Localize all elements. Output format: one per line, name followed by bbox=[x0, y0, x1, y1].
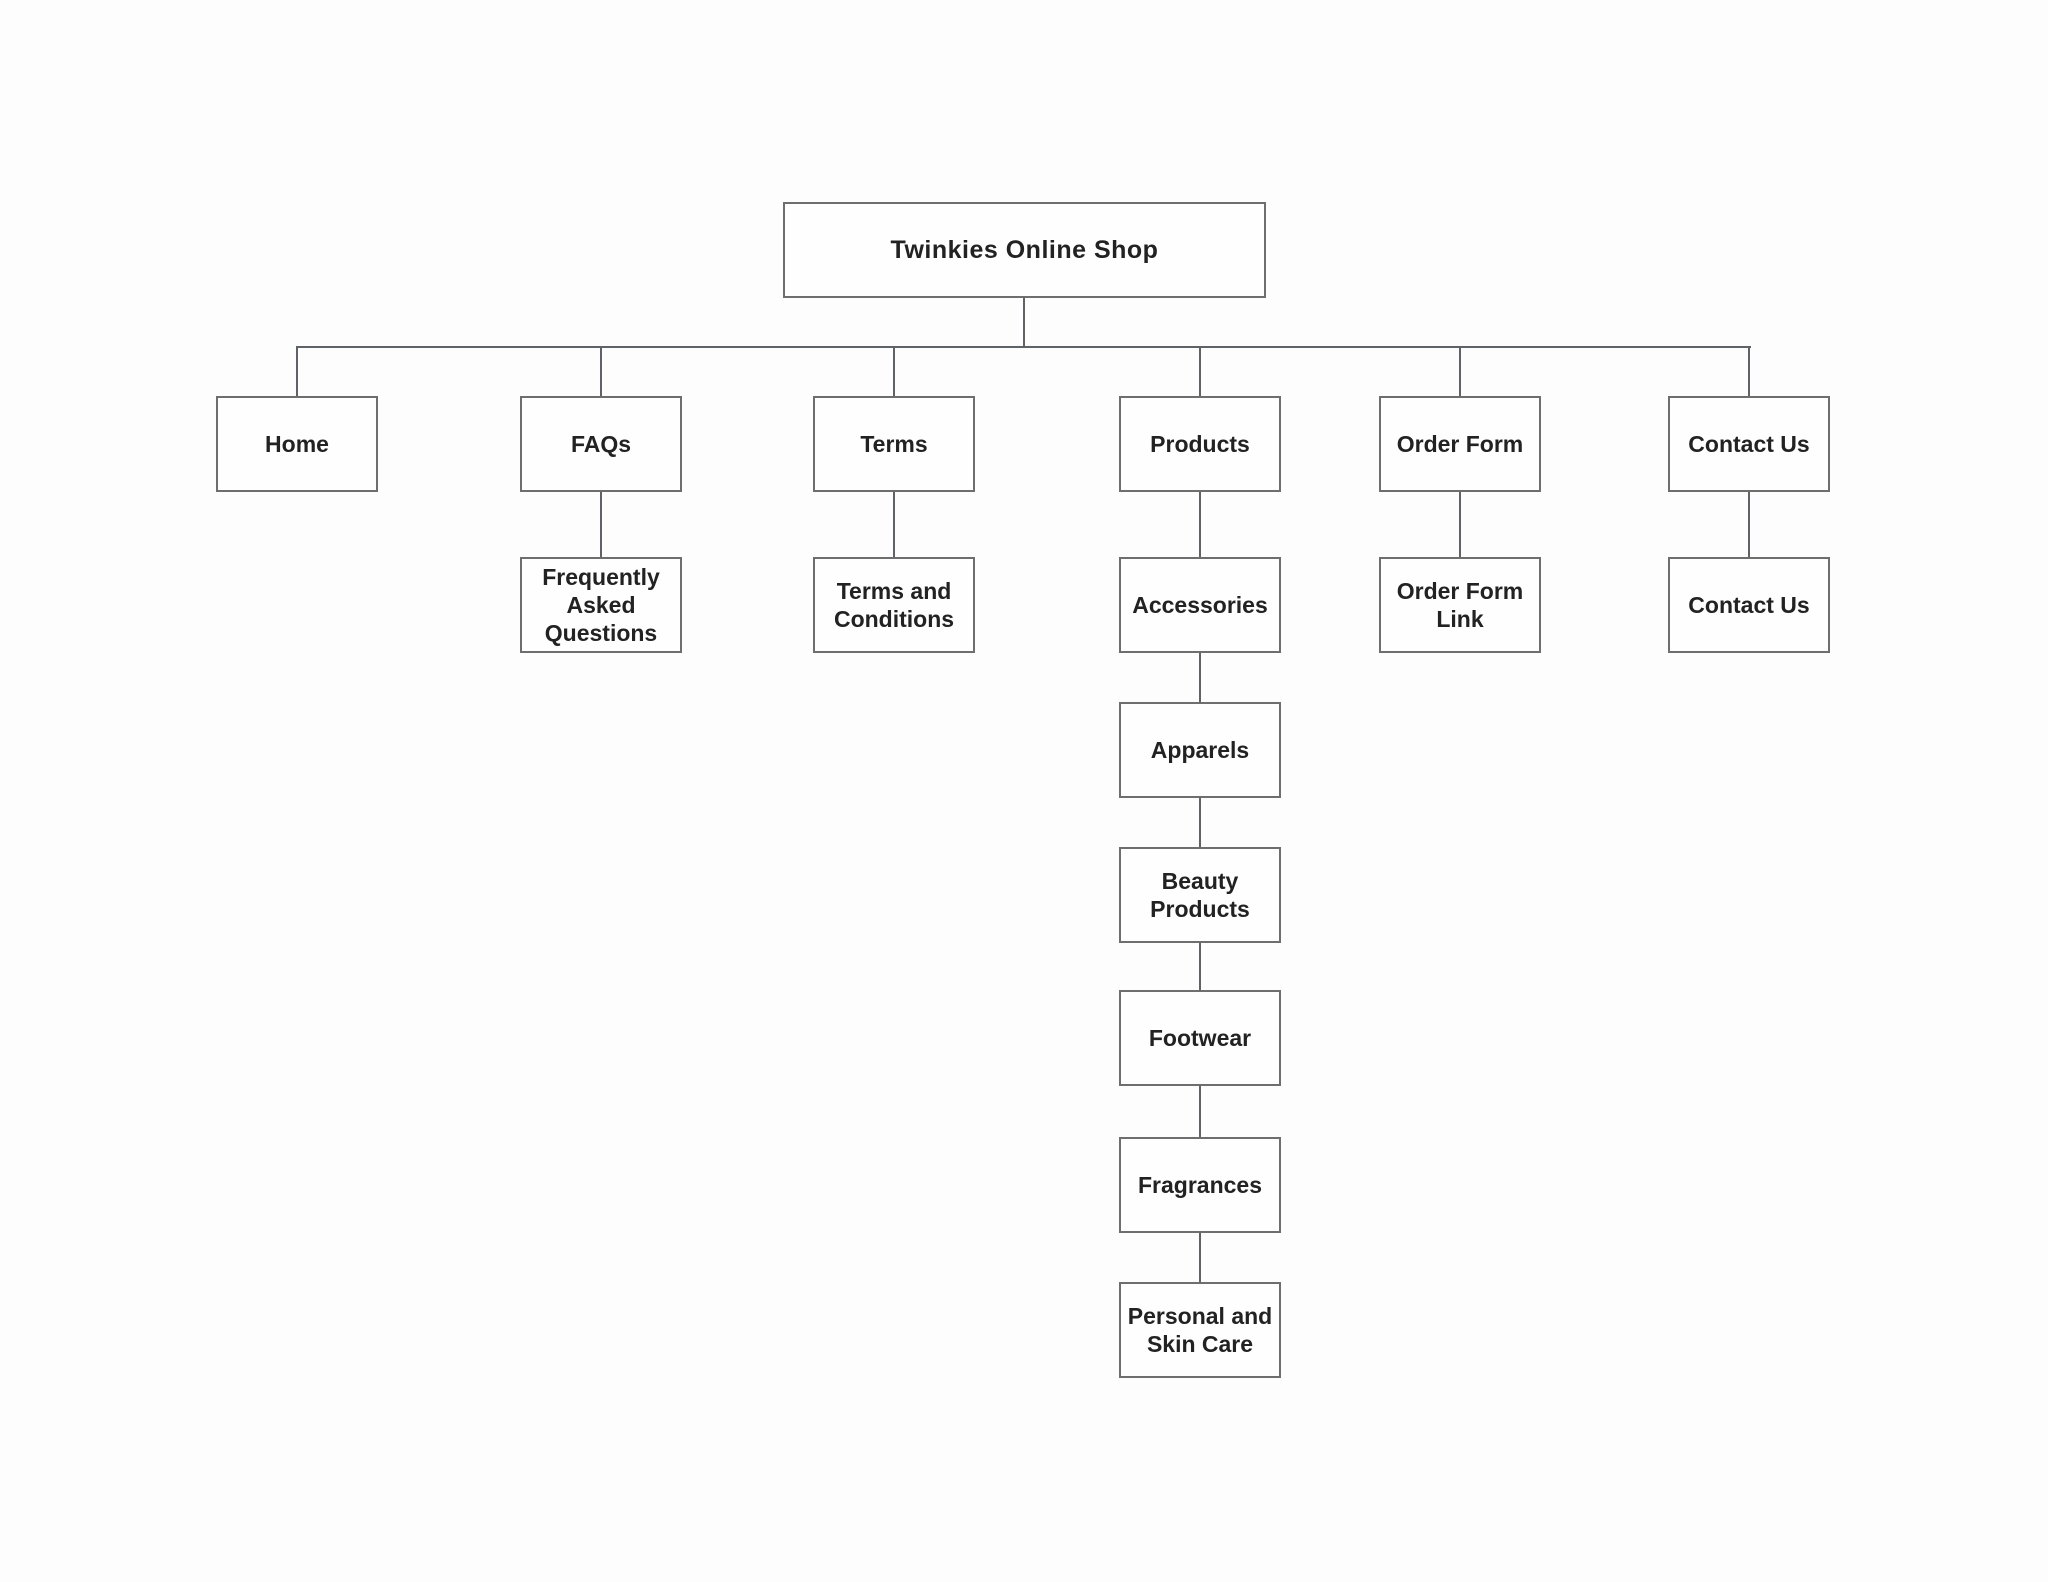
node-footwear-label: Footwear bbox=[1148, 1024, 1252, 1051]
node-order-form: Order Form bbox=[1379, 396, 1541, 492]
node-order-form-link: Order Form Link bbox=[1379, 557, 1541, 653]
node-terms: Terms bbox=[813, 396, 975, 492]
node-fragrances: Fragrances bbox=[1119, 1137, 1281, 1233]
connector-terms-terms-page bbox=[893, 492, 895, 557]
connector-stub-faqs bbox=[600, 346, 602, 396]
node-contact-us-page: Contact Us bbox=[1668, 557, 1830, 653]
node-accessories: Accessories bbox=[1119, 557, 1281, 653]
connector-apparels-beauty bbox=[1199, 798, 1201, 847]
connector-stub-terms bbox=[893, 346, 895, 396]
node-contact-us: Contact Us bbox=[1668, 396, 1830, 492]
node-footwear: Footwear bbox=[1119, 990, 1281, 1086]
node-root: Twinkies Online Shop bbox=[783, 202, 1266, 298]
node-terms-label: Terms bbox=[860, 430, 928, 457]
connector-faqs-faq-page bbox=[600, 492, 602, 557]
connector-bus bbox=[296, 346, 1751, 348]
connector-contact-us-page bbox=[1748, 492, 1750, 557]
connector-accessories-apparels bbox=[1199, 653, 1201, 702]
node-products-label: Products bbox=[1150, 430, 1250, 457]
node-root-label: Twinkies Online Shop bbox=[890, 235, 1159, 264]
node-faq-page: Frequently Asked Questions bbox=[520, 557, 682, 653]
node-faqs-label: FAQs bbox=[570, 430, 632, 457]
connector-beauty-footwear bbox=[1199, 943, 1201, 990]
connector-stub-contact-us bbox=[1748, 346, 1750, 396]
node-beauty-products: Beauty Products bbox=[1119, 847, 1281, 943]
connector-products-accessories bbox=[1199, 492, 1201, 557]
node-order-form-link-label: Order Form Link bbox=[1396, 577, 1524, 632]
node-faq-page-label: Frequently Asked Questions bbox=[542, 563, 660, 647]
node-order-form-label: Order Form bbox=[1396, 430, 1524, 457]
node-personal-skin-care: Personal and Skin Care bbox=[1119, 1282, 1281, 1378]
node-personal-skin-care-label: Personal and Skin Care bbox=[1127, 1302, 1273, 1357]
node-beauty-products-label: Beauty Products bbox=[1150, 867, 1250, 922]
node-terms-page-label: Terms and Conditions bbox=[833, 577, 955, 632]
node-home: Home bbox=[216, 396, 378, 492]
connector-order-form-link bbox=[1459, 492, 1461, 557]
connector-stub-products bbox=[1199, 346, 1201, 396]
connector-stub-home bbox=[296, 346, 298, 396]
node-contact-us-page-label: Contact Us bbox=[1688, 591, 1810, 618]
node-faqs: FAQs bbox=[520, 396, 682, 492]
node-apparels: Apparels bbox=[1119, 702, 1281, 798]
connector-root-stub bbox=[1023, 298, 1025, 348]
node-terms-page: Terms and Conditions bbox=[813, 557, 975, 653]
connector-fragrances-personal bbox=[1199, 1233, 1201, 1282]
node-apparels-label: Apparels bbox=[1150, 736, 1250, 763]
node-fragrances-label: Fragrances bbox=[1137, 1171, 1262, 1198]
connector-stub-order-form bbox=[1459, 346, 1461, 396]
node-home-label: Home bbox=[265, 430, 329, 457]
connector-footwear-fragrances bbox=[1199, 1086, 1201, 1137]
node-products: Products bbox=[1119, 396, 1281, 492]
node-accessories-label: Accessories bbox=[1132, 591, 1268, 618]
node-contact-us-label: Contact Us bbox=[1688, 430, 1810, 457]
